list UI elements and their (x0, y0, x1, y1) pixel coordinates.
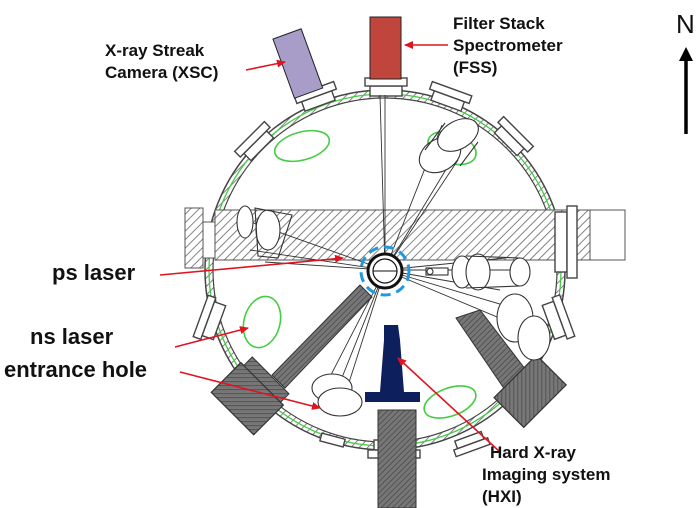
ns-pointer-upper (174, 326, 249, 348)
north-arrow: N (676, 9, 695, 134)
south-west-arm (210, 284, 373, 436)
xsc-label-line2: Camera (XSC) (105, 63, 218, 82)
port-east-low (541, 293, 576, 341)
optics (236, 118, 551, 417)
ps-laser-pointer (159, 254, 344, 276)
ns-label-line1: ns laser (30, 324, 114, 349)
north-label: N (676, 9, 695, 39)
south-east-arm (455, 309, 568, 429)
port-south-east (452, 430, 491, 458)
hxi-label-line3: (HXI) (482, 487, 522, 506)
fss-instrument (369, 16, 402, 80)
target-assembly (359, 245, 411, 297)
fss-label-line2: Spectrometer (453, 36, 563, 55)
port-east (554, 205, 578, 279)
xsc-label-line1: X-ray Streak (105, 41, 205, 60)
hxi-instrument (365, 325, 420, 402)
labels: X-ray Streak Camera (XSC) Filter Stack S… (4, 14, 611, 506)
hxi-label-line1: Hard X-ray (490, 443, 577, 462)
green-markers (242, 129, 477, 419)
port-ne-2 (493, 115, 535, 157)
ps-laser-label: ps laser (52, 260, 136, 285)
port-west-low (192, 294, 227, 341)
port-north-east (428, 80, 473, 113)
xsc-pointer (245, 59, 286, 71)
fss-label-line1: Filter Stack (453, 14, 545, 33)
ns-pointer-lower (179, 371, 321, 410)
port-north (364, 77, 408, 97)
hxi-pointer (397, 357, 501, 453)
hxi-label-line2: Imaging system (482, 465, 611, 484)
port-south-west (319, 432, 347, 448)
pointer-arrows (159, 41, 501, 453)
ns-label-line2: entrance hole (4, 357, 147, 382)
port-nw-2 (233, 120, 275, 162)
fss-label-line3: (FSS) (453, 58, 497, 77)
xsc-instrument (272, 28, 324, 99)
south-pipe (377, 409, 417, 508)
